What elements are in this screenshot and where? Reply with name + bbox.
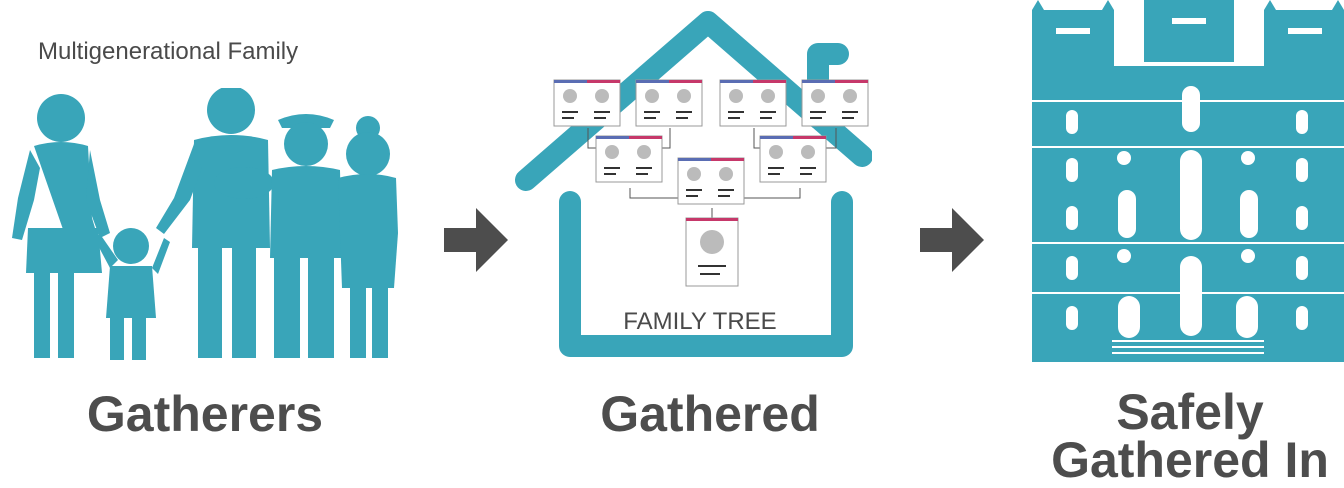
family-silhouette-icon bbox=[12, 88, 398, 360]
family-tree-label: FAMILY TREE bbox=[623, 308, 777, 335]
family-label: Multigenerational Family bbox=[38, 38, 299, 65]
arrow-right-icon bbox=[920, 208, 984, 272]
arrow-right-icon bbox=[444, 208, 508, 272]
family-caption: Gatherers bbox=[86, 386, 324, 442]
safely-caption-line2: Gathered In bbox=[1051, 432, 1329, 488]
gathered-caption: Gathered bbox=[600, 386, 820, 442]
family-tree-icon bbox=[553, 79, 869, 287]
safely-caption-line1: Safely bbox=[1116, 384, 1264, 440]
temple-icon bbox=[1032, 0, 1344, 362]
